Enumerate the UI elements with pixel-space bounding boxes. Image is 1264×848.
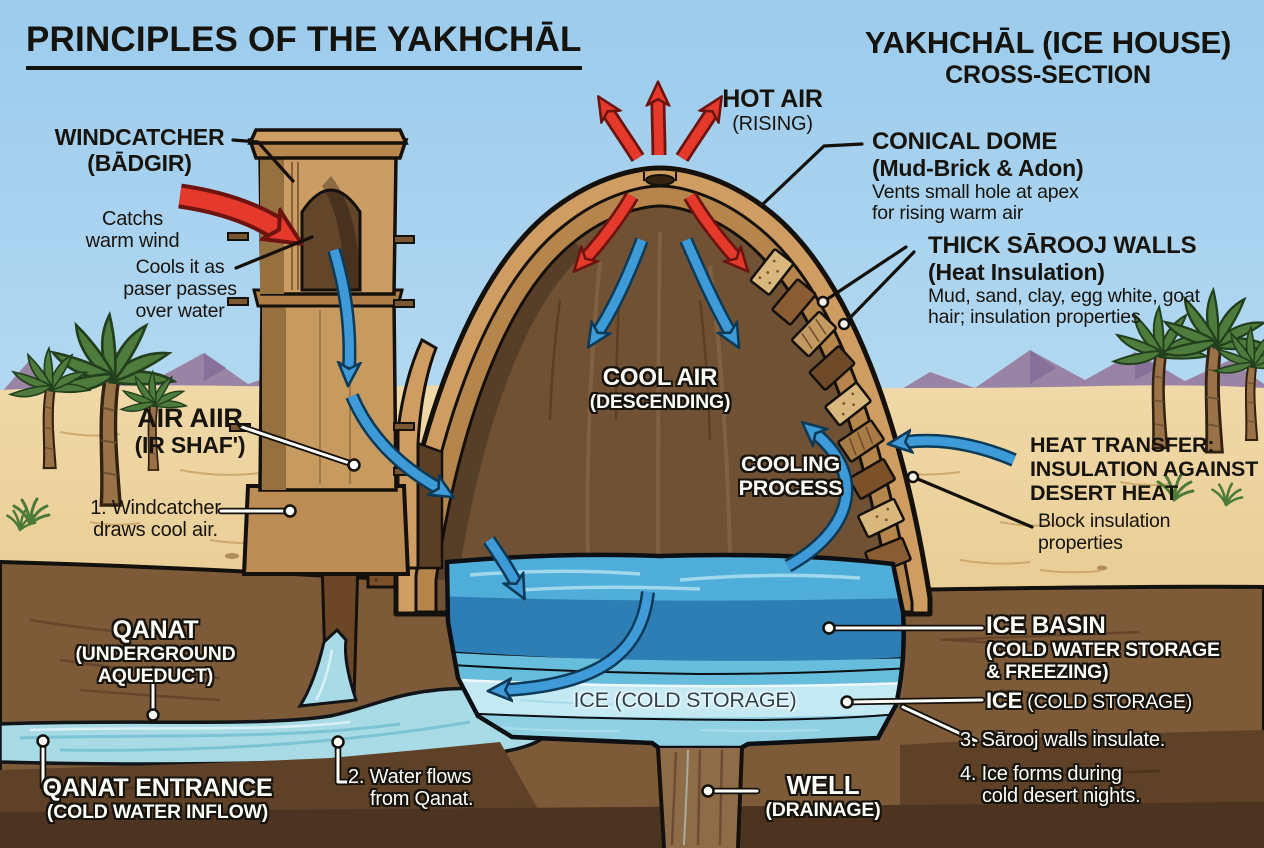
heat-transfer-line3: DESERT HEAT [1030, 481, 1178, 506]
ice-storage-rest: (COLD STORAGE) [1022, 691, 1193, 713]
well-sub: (DRAINAGE) [765, 799, 881, 822]
conical-dome-title: CONICAL DOME [872, 128, 1058, 155]
label-cooling-process: COOLING PROCESS [728, 452, 853, 500]
qanat-entrance-title: QANAT ENTRANCE [42, 774, 273, 802]
ice-basin [444, 552, 906, 751]
sarooj-walls-desc2: hair; insulation properties [928, 306, 1141, 329]
qanat-title: QANAT [112, 616, 199, 644]
cools-line1: Cools it as [135, 256, 225, 278]
label-cool-air: COOL AIR (DESCENDING) [575, 364, 745, 414]
cross-section-title-line2: CROSS-SECTION [945, 60, 1151, 89]
catches-wind-line1: Catchs [101, 208, 164, 230]
cooling-process-line1: COOLING [741, 452, 840, 476]
air-shaft-title: AIR AIIR [137, 403, 243, 433]
ice-storage-bold: ICE [986, 688, 1023, 713]
label-step1: 1. Windcatcher draws cool air. [78, 497, 233, 542]
ice-basin-sub2: & FREEZING) [986, 660, 1109, 683]
windcatcher-title: WINDCATCHER [54, 124, 225, 150]
windcatcher-sub: (BĀDGIR) [87, 149, 192, 176]
label-cools-over-water: Cools it as paser passes over water [105, 256, 255, 322]
cool-air-arrows [327, 237, 1017, 690]
block-insulation-line2: properties [1038, 531, 1123, 554]
step1-line1: 1. Windcatcher [90, 497, 221, 519]
heat-transfer-line1: HEAT TRANSFER: [1030, 433, 1215, 457]
wall-material-layers [749, 248, 912, 576]
cooling-process-line2: PROCESS [738, 476, 843, 501]
air-shaft-sub: (IR SHAF') [134, 432, 246, 459]
step1-line2: draws cool air. [93, 519, 218, 542]
ice-basin-sub1: (COLD WATER STORAGE [986, 638, 1220, 661]
label-step2: 2. Water flows from Qanat. [348, 766, 474, 811]
label-sarooj-walls: THICK SĀROOJ WALLS (Heat Insulation) Mud… [928, 232, 1200, 329]
sarooj-walls-sub: (Heat Insulation) [928, 258, 1105, 285]
label-step3: 3. Sārooj walls insulate. [960, 729, 1166, 751]
label-hot-air: HOT AIR (RISING) [700, 85, 845, 135]
hot-air-arrows [178, 100, 736, 258]
label-catches-wind: Catchs warm wind [70, 208, 195, 253]
cools-line2: paser passes [123, 277, 237, 300]
cross-section-title: YAKHCHĀL (ICE HOUSE) CROSS-SECTION [828, 25, 1264, 89]
step2-line2: from Qanat. [370, 788, 474, 811]
heat-transfer-line2: INSULATION AGAINST [1030, 457, 1259, 482]
conical-dome-desc2: for rising warm air [872, 202, 1024, 225]
label-air-shaft: AIR AIIR (IR SHAF') [100, 403, 280, 459]
cool-air-title: COOL AIR [602, 364, 718, 391]
label-block-insulation: Block insulation properties [1038, 510, 1171, 555]
label-heat-transfer: HEAT TRANSFER: INSULATION AGAINST DESERT… [1030, 433, 1258, 505]
cools-line3: over water [135, 299, 225, 322]
page-title: PRINCIPLES OF THE YAKHCHĀL [26, 20, 582, 71]
block-insulation-line1: Block insulation [1038, 510, 1171, 532]
conical-dome-desc1: Vents small hole at apex [872, 180, 1079, 203]
cool-air-sub: (DESCENDING) [589, 390, 731, 413]
qanat-sub: (UNDERGROUND AQUEDUCT) [75, 643, 236, 687]
sarooj-walls-title: THICK SĀROOJ WALLS [928, 232, 1197, 259]
hot-air-title: HOT AIR [722, 85, 823, 113]
well-title: WELL [786, 770, 860, 800]
label-conical-dome: CONICAL DOME (Mud-Brick & Adon) Vents sm… [872, 128, 1084, 225]
label-ice-in-basin: ICE (COLD STORAGE) [573, 688, 797, 712]
conical-dome-sub: (Mud-Brick & Adon) [872, 154, 1084, 181]
ice-basin-title: ICE BASIN [986, 612, 1106, 639]
step2-line1: 2. Water flows [348, 766, 472, 788]
step4-line2: cold desert nights. [982, 785, 1141, 808]
label-well: WELL (DRAINAGE) [758, 770, 888, 822]
hot-air-sub: (RISING) [732, 113, 813, 135]
leader-lines [36, 138, 1034, 798]
qanat-stream [0, 686, 542, 766]
sarooj-walls-desc1: Mud, sand, clay, egg white, goat [928, 284, 1200, 307]
label-step4: 4. Ice forms during cold desert nights. [960, 763, 1141, 808]
label-qanat: QANAT (UNDERGROUND AQUEDUCT) [18, 616, 293, 688]
catches-wind-line2: warm wind [85, 230, 180, 253]
dome [393, 165, 933, 617]
label-qanat-entrance: QANAT ENTRANCE (COLD WATER INFLOW) [35, 774, 280, 824]
well [656, 747, 744, 848]
qanat-entrance-sub: (COLD WATER INFLOW) [46, 801, 269, 823]
soil-deep-layers [0, 730, 1264, 848]
label-windcatcher: WINDCATCHER (BĀDGIR) [32, 124, 247, 177]
apex-vent [645, 174, 675, 186]
cross-section-title-line1: YAKHCHĀL (ICE HOUSE) [864, 25, 1232, 60]
label-ice-basin: ICE BASIN (COLD WATER STORAGE & FREEZING… [986, 612, 1220, 684]
step4-line1: 4. Ice forms during [960, 763, 1122, 785]
label-ice-storage: ICE (COLD STORAGE) [986, 688, 1193, 714]
page-title-text: PRINCIPLES OF THE YAKHCHĀL [26, 20, 582, 71]
